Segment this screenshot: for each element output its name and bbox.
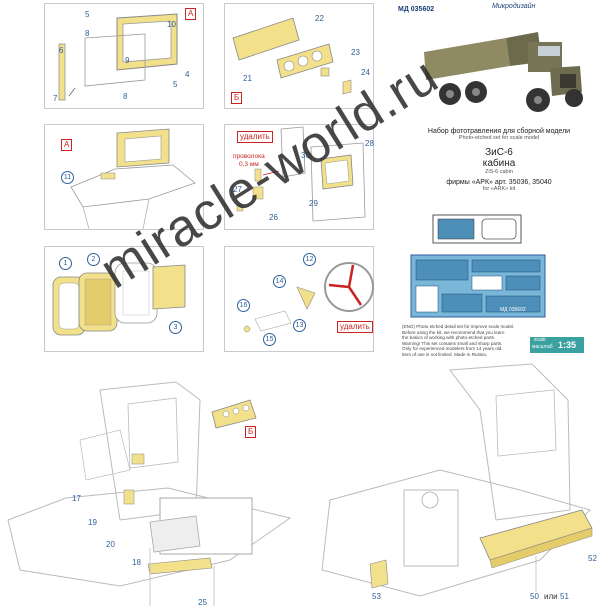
warning-line: Warning! This set contains small and sha… bbox=[402, 340, 503, 346]
panel-radiator: 1 2 3 bbox=[44, 246, 204, 352]
part-52: 52 bbox=[588, 554, 597, 563]
part-20: 20 bbox=[106, 540, 115, 549]
part-50: 50 bbox=[530, 592, 539, 601]
panel-label-b: Б bbox=[231, 92, 243, 104]
fret-preview-main bbox=[410, 254, 546, 318]
panel-label-a2: А bbox=[61, 139, 73, 151]
part-14: 14 bbox=[273, 275, 286, 288]
scale-value: 1:35 bbox=[558, 340, 577, 350]
part-6: 6 bbox=[59, 46, 64, 55]
note-remove-1: удалить bbox=[237, 131, 273, 143]
part-21: 21 bbox=[243, 74, 252, 83]
kit-ref: фирмы «АРК» арт. 35036, 35040 bbox=[446, 179, 552, 186]
cabin-front-drawing bbox=[70, 128, 196, 230]
part-8-bottom: 8 bbox=[123, 92, 128, 101]
note-wire-1: проволока bbox=[233, 153, 265, 160]
part-27: 27 bbox=[233, 185, 242, 194]
brand-logo: Микродизайн bbox=[492, 3, 536, 10]
warning-line: the basics of working with photo-etched … bbox=[402, 335, 496, 340]
scale-badge: scale масштаб 1:35 bbox=[530, 337, 584, 353]
panel-steering: 12 14 16 13 15 удалить bbox=[224, 246, 374, 352]
product-code: МД 035602 bbox=[398, 6, 435, 13]
panel-door: удалить проволока 0,3 мм 30 28 27 26 29 bbox=[224, 124, 374, 230]
part-3: 3 bbox=[169, 321, 182, 334]
warning-line: Before using the kit, we recommend that … bbox=[402, 329, 505, 335]
part-29: 29 bbox=[309, 199, 318, 208]
part-53: 53 bbox=[372, 592, 381, 601]
part-23: 23 bbox=[351, 48, 360, 57]
model-name: ЗиС-6 bbox=[485, 147, 513, 158]
part-2: 2 bbox=[87, 253, 100, 266]
part-13: 13 bbox=[293, 319, 306, 332]
part-19: 19 bbox=[88, 518, 97, 527]
panel-dashboard: 22 21 23 24 Б bbox=[224, 3, 374, 109]
warning-line: (ENG) Photo etched detail set for improv… bbox=[402, 324, 515, 329]
model-en: ZiS-6 cabin bbox=[485, 169, 513, 175]
part-18: 18 bbox=[132, 558, 141, 567]
part-12: 12 bbox=[303, 253, 316, 266]
part-15: 15 bbox=[263, 333, 276, 346]
fret-code: МД 035602 bbox=[500, 307, 526, 313]
part-5-bottom: 5 bbox=[173, 80, 178, 89]
note-remove-2: удалить bbox=[337, 321, 373, 333]
title-en: Photo-etched set for scale model bbox=[458, 135, 540, 141]
part-25: 25 bbox=[198, 598, 207, 607]
part-10: 10 bbox=[167, 20, 176, 29]
part-26: 26 bbox=[269, 213, 278, 222]
cabin-exterior-drawing bbox=[321, 363, 593, 597]
part-1: 1 bbox=[59, 257, 72, 270]
note-wire-2: 0,3 мм bbox=[239, 161, 259, 168]
part-51: 51 bbox=[560, 592, 569, 601]
part-28: 28 bbox=[365, 139, 374, 148]
note-or: или bbox=[544, 592, 558, 601]
dashboard-drawing bbox=[232, 17, 352, 95]
truck-photo bbox=[410, 18, 586, 118]
part-11: 11 bbox=[61, 171, 74, 184]
part-16: 16 bbox=[237, 299, 250, 312]
window-frame-drawing bbox=[58, 13, 178, 101]
part-17: 17 bbox=[72, 494, 81, 503]
warning-text: (ENG) Photo etched detail set for improv… bbox=[402, 324, 532, 357]
info-block: Набор фототравления для сборной модели P… bbox=[402, 128, 596, 192]
panel-cabin-front: А 11 bbox=[44, 124, 204, 230]
part-4: 4 bbox=[185, 70, 190, 79]
panel-label-a: А bbox=[185, 8, 197, 20]
part-9: 9 bbox=[125, 56, 130, 65]
part-30: 30 bbox=[301, 151, 310, 160]
warning-line: Item of use is not limited. Made in Russ… bbox=[402, 351, 488, 357]
cabin-interior-drawing bbox=[7, 381, 292, 606]
part-22: 22 bbox=[315, 14, 324, 23]
scale-label-2: масштаб bbox=[532, 344, 553, 350]
model-part: кабина bbox=[482, 158, 516, 169]
kit-ref-en: for «ARK» kit bbox=[482, 186, 516, 192]
scale-label-1: scale bbox=[534, 337, 546, 343]
part-24: 24 bbox=[361, 68, 370, 77]
part-5-top: 5 bbox=[85, 10, 90, 19]
part-8-top: 8 bbox=[85, 29, 90, 38]
door-drawing bbox=[236, 126, 366, 222]
part-7: 7 bbox=[53, 94, 58, 103]
fret-preview-small bbox=[432, 214, 522, 244]
panel-label-b-bottom: Б bbox=[245, 426, 257, 438]
radiator-drawing bbox=[52, 262, 186, 336]
panel-window-frame: А 5 8 10 6 9 4 5 7 8 bbox=[44, 3, 204, 109]
warning-line: Only for experienced modelers from 14 ye… bbox=[402, 346, 503, 351]
title-ru: Набор фототравления для сборной модели bbox=[427, 128, 571, 135]
